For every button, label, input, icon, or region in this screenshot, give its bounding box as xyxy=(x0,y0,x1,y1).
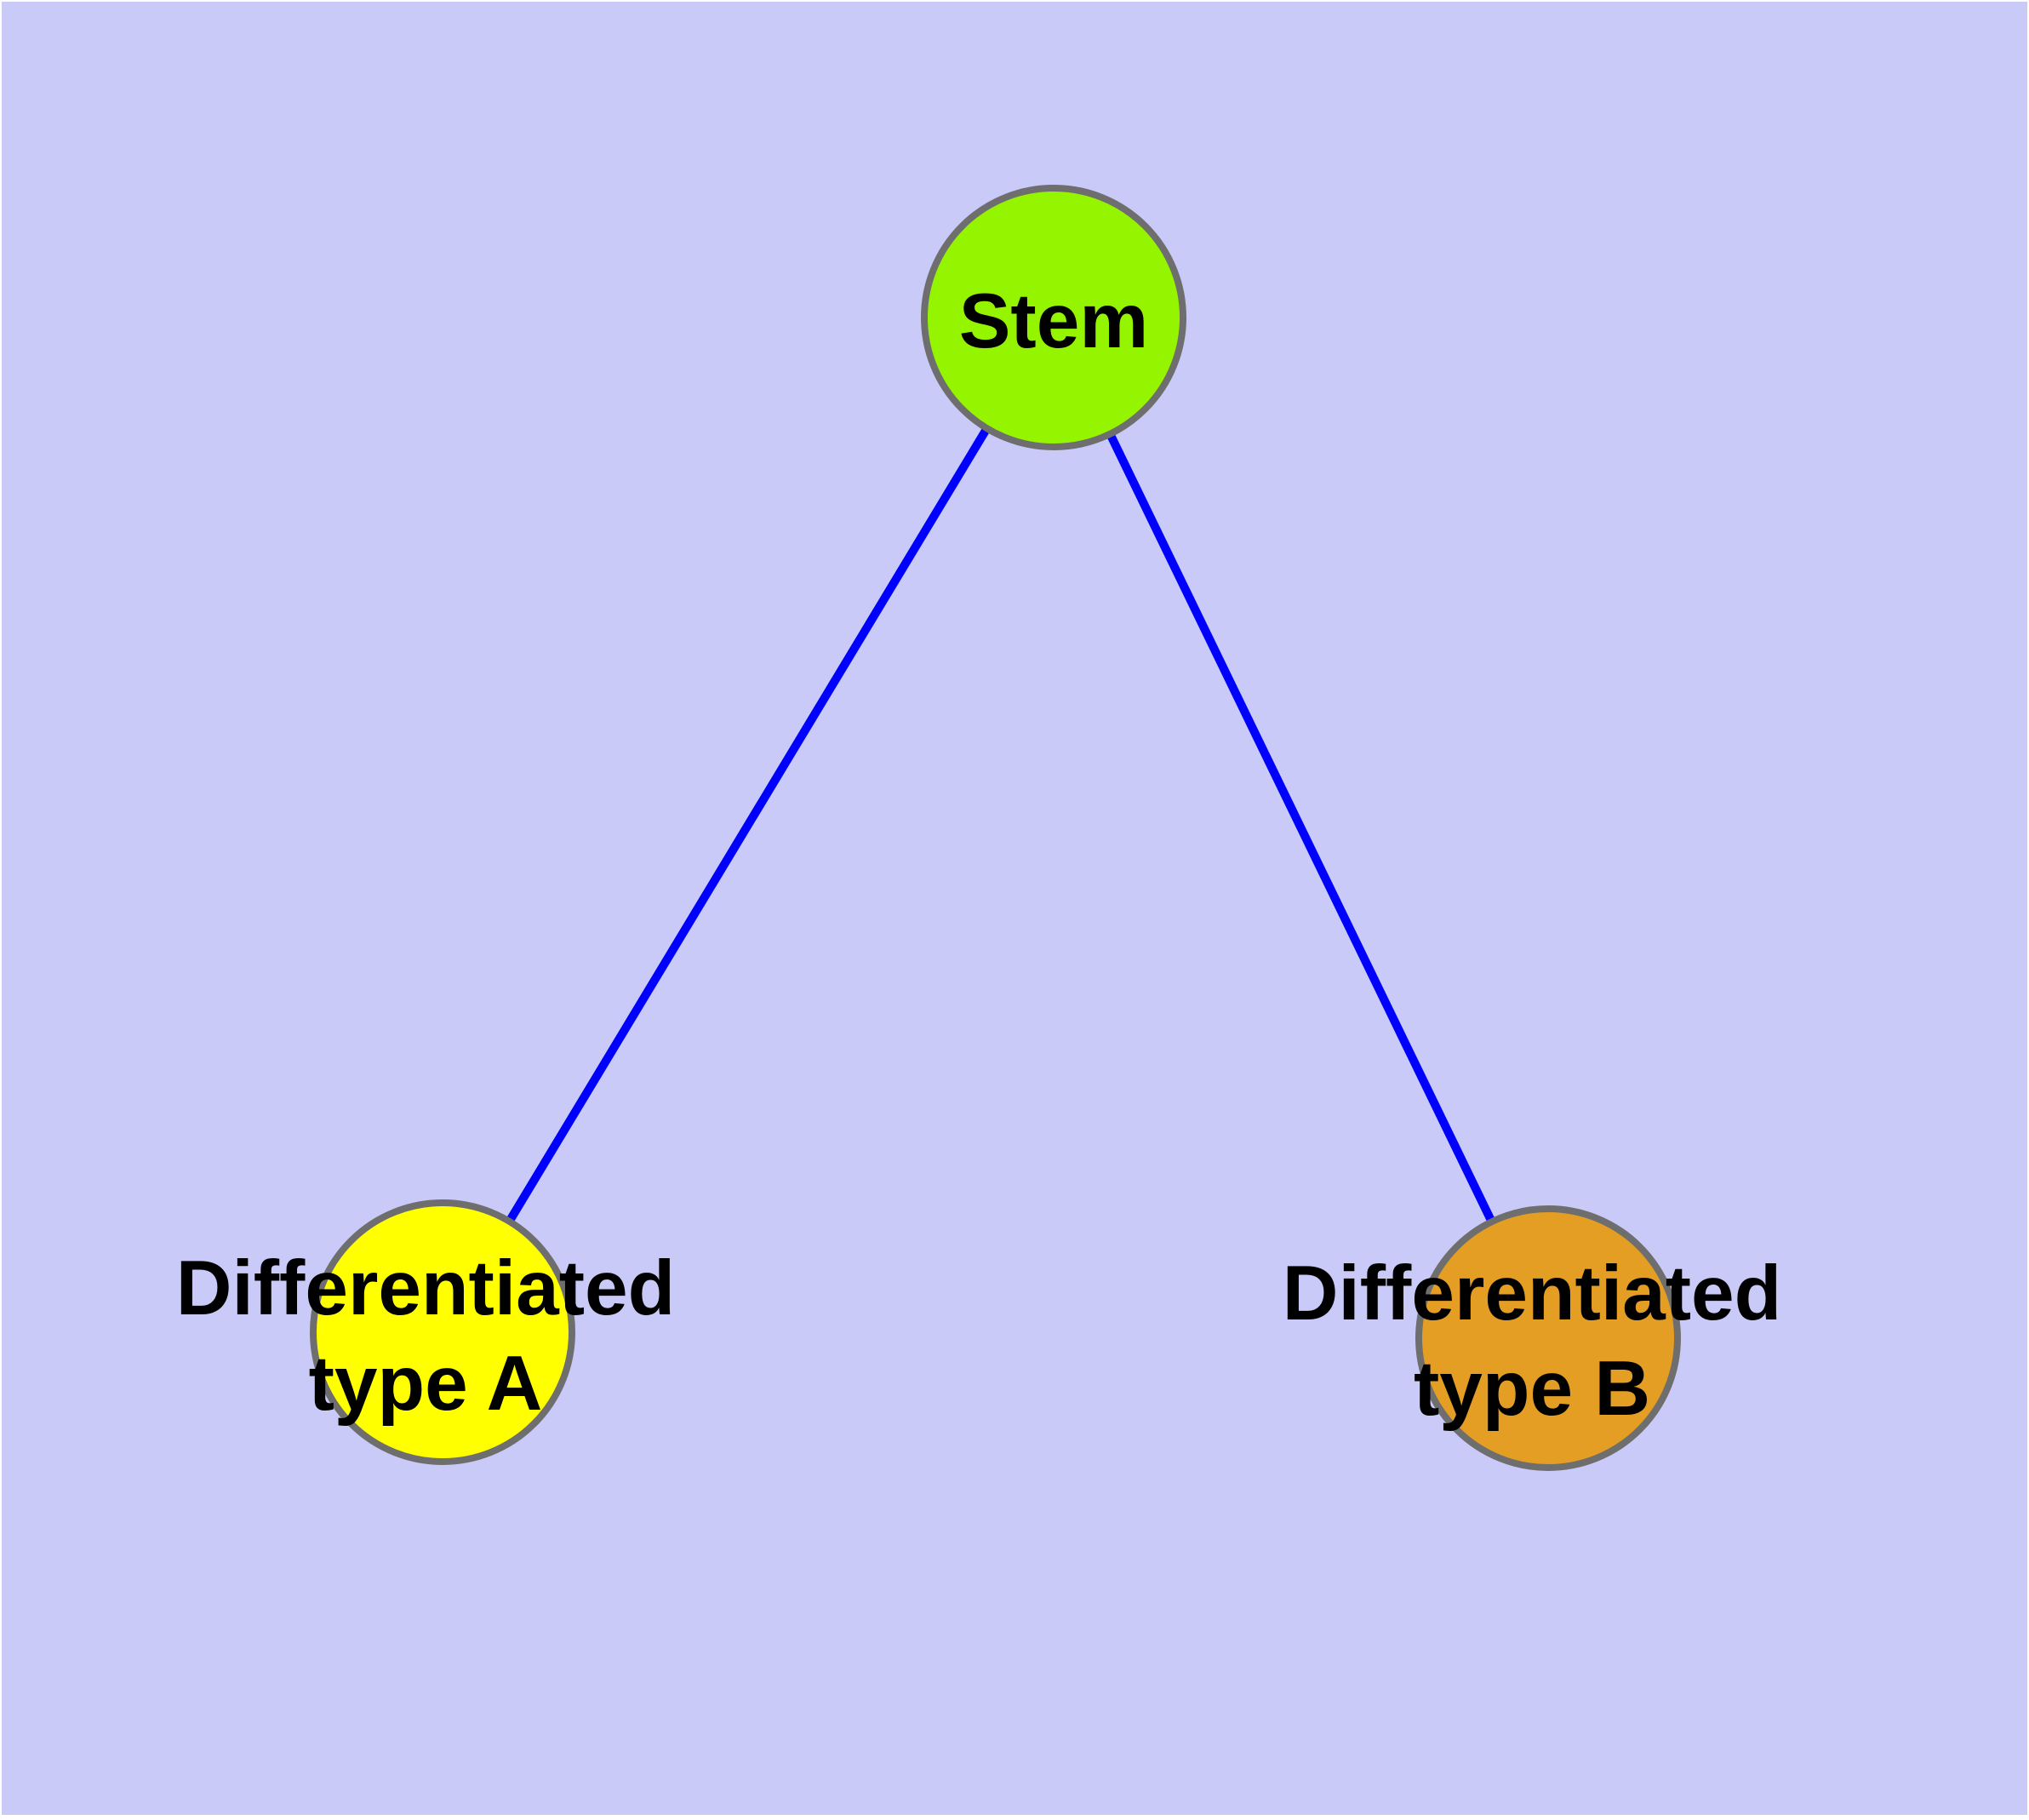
node-differentiated-type-a-label-line1: Differentiated xyxy=(176,1245,676,1331)
node-differentiated-type-b-circle xyxy=(1415,1205,1681,1471)
edge-group xyxy=(438,315,1552,1341)
node-differentiated-type-b-label-line1: Differentiated xyxy=(1283,1251,1782,1336)
node-differentiated-type-b: Differentiated type B xyxy=(1283,1205,1782,1471)
node-differentiated-type-a-circle xyxy=(310,1199,575,1465)
edge-stem-to-type-b xyxy=(1049,315,1552,1341)
node-differentiated-type-a: Differentiated type A xyxy=(176,1199,676,1465)
node-differentiated-type-b-label-line2: type B xyxy=(1414,1346,1650,1432)
node-differentiated-type-a-label-line2: type A xyxy=(309,1341,543,1427)
node-stem-circle xyxy=(921,185,1186,450)
node-stem: Stem xyxy=(921,185,1186,450)
edge-stem-to-type-a xyxy=(438,315,1058,1335)
node-stem-label: Stem xyxy=(959,278,1149,364)
